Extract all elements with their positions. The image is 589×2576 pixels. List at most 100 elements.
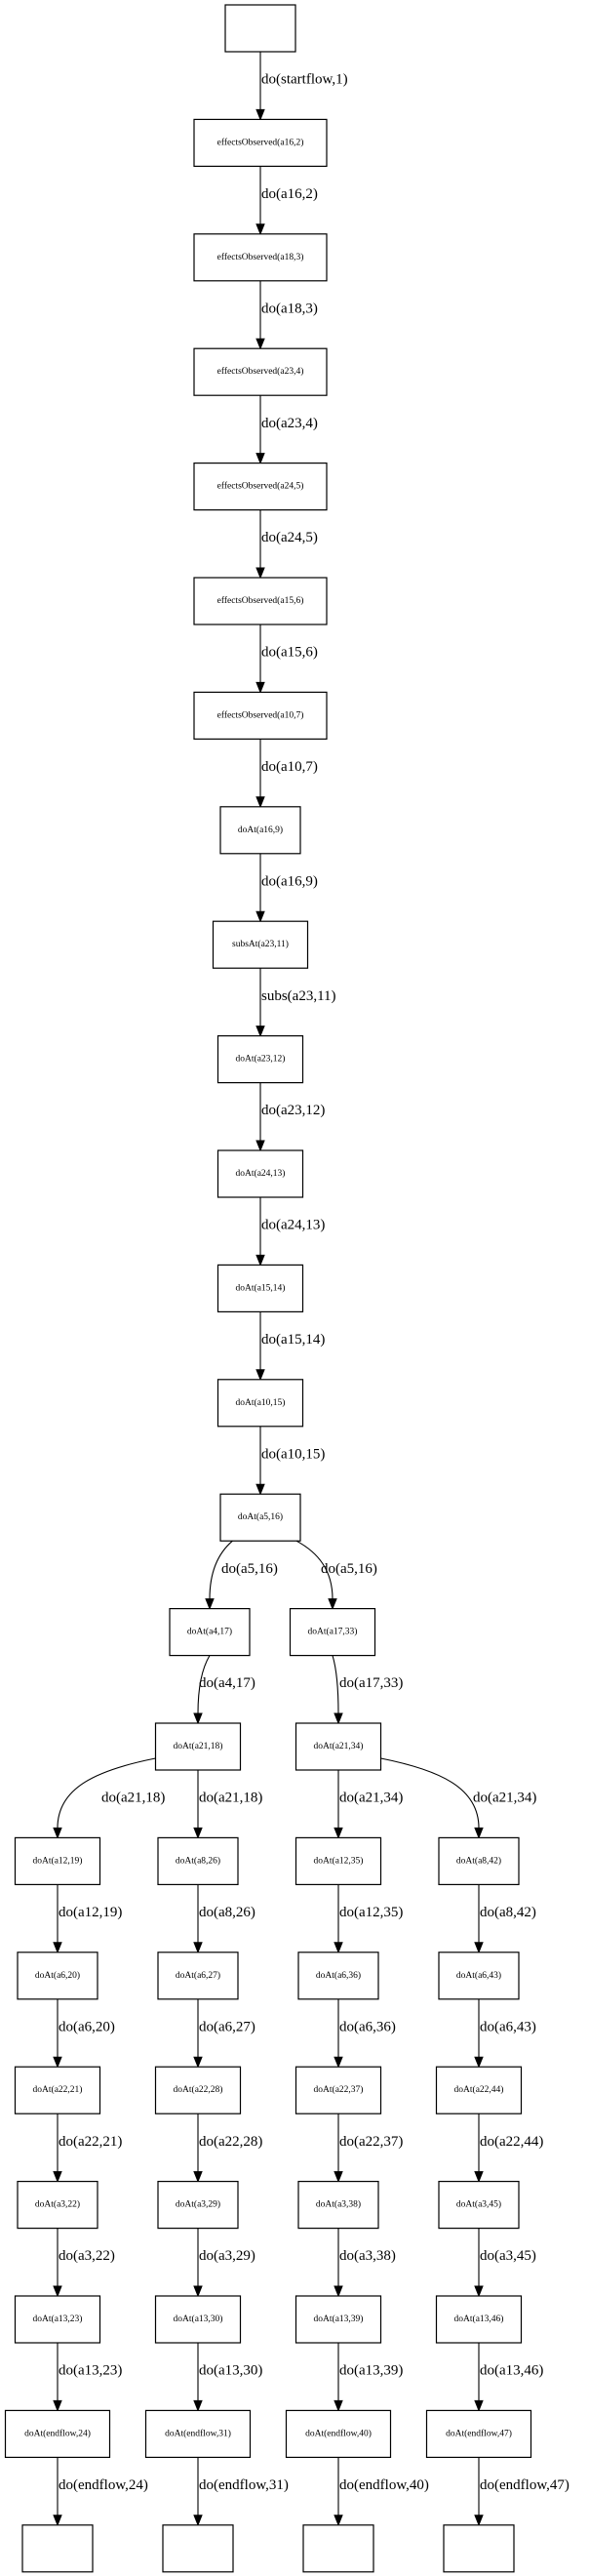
edge-label: do(a21,34) [339, 1791, 403, 1806]
arrowhead-icon [193, 2056, 203, 2069]
arrowhead-icon [474, 2285, 484, 2298]
node-label: doAt(a5,16) [238, 1511, 283, 1522]
graph-edge: subs(a23,11) [255, 968, 336, 1037]
arrowhead-icon [255, 910, 265, 923]
node-box [193, 118, 328, 168]
node-label: doAt(a21,34) [314, 1741, 364, 1751]
edge-label: do(endflow,31) [199, 2477, 289, 2493]
graph-node: doAt(a13,23) [14, 2295, 101, 2344]
node-label: doAt(a8,42) [456, 1855, 501, 1866]
arrowhead-icon [474, 2515, 484, 2527]
node-label: doAt(a17,33) [308, 1627, 358, 1637]
arrowhead-icon [474, 1942, 484, 1954]
node-label: doAt(a4,17) [187, 1627, 232, 1637]
edge-line [380, 1757, 480, 1829]
node-box [4, 2409, 111, 2458]
edge-line [209, 1540, 233, 1599]
arrowhead-icon [193, 1827, 203, 1839]
node-label: doAt(a22,28) [174, 2084, 223, 2095]
node-box [224, 4, 296, 53]
graph-node: doAt(a22,21) [14, 2066, 101, 2114]
terminal-node [302, 2524, 374, 2573]
arrowhead-icon [53, 1827, 62, 1839]
edge-label: do(a21,18) [199, 1791, 262, 1806]
edge-label: do(a23,4) [261, 416, 318, 431]
edge-line [332, 1655, 339, 1714]
node-label: doAt(a12,19) [33, 1855, 83, 1866]
node-box [17, 1952, 98, 2000]
arrowhead-icon [255, 338, 265, 350]
edge-label: do(a10,15) [261, 1446, 325, 1462]
graph-node: effectsObserved(a23,4) [193, 347, 328, 396]
edge-label: do(a17,33) [339, 1675, 403, 1691]
node-label: subsAt(a23,11) [232, 939, 289, 949]
edge-label: do(a6,43) [480, 2019, 536, 2034]
edges-layer: do(startflow,1)do(a16,2)do(a18,3)do(a23,… [53, 52, 569, 2527]
edge-label: do(a16,9) [261, 873, 318, 889]
arrowhead-icon [334, 1827, 343, 1839]
node-label: doAt(a3,22) [35, 2199, 80, 2210]
node-box [216, 1034, 304, 1084]
graph-node: doAt(a10,15) [216, 1379, 304, 1428]
graph-edge: do(a4,17) [193, 1655, 255, 1725]
node-label: doAt(a12,35) [314, 1855, 364, 1866]
node-box [302, 2524, 374, 2573]
arrowhead-icon [205, 1598, 215, 1610]
node-box [193, 577, 328, 625]
node-box [294, 1722, 382, 1771]
node-label: doAt(a13,30) [174, 2314, 223, 2324]
graph-edge: do(endflow,47) [474, 2457, 569, 2527]
edge-label: do(a22,37) [339, 2134, 403, 2150]
node-label: doAt(a22,44) [454, 2084, 504, 2095]
graph-edge: do(a10,7) [255, 739, 318, 809]
graph-node: doAt(a5,16) [219, 1493, 301, 1542]
node-label: effectsObserved(a24,5) [217, 481, 304, 492]
node-box [157, 2181, 239, 2230]
graph-edge: do(a22,44) [474, 2113, 543, 2183]
graph-edge: do(a3,45) [474, 2228, 536, 2298]
graph-node: doAt(a8,42) [438, 1836, 520, 1886]
nodes-layer: effectsObserved(a16,2)effectsObserved(a1… [4, 4, 532, 2573]
edge-label: do(a6,36) [339, 2019, 396, 2034]
arrowhead-icon [255, 223, 265, 236]
node-label: doAt(a13,39) [314, 2314, 364, 2324]
node-box [144, 2409, 252, 2458]
graph-edge: do(a22,28) [193, 2113, 262, 2183]
edge-label: do(a13,23) [59, 2363, 122, 2379]
edge-label: do(endflow,24) [59, 2477, 148, 2493]
arrowhead-icon [255, 1369, 265, 1382]
arrowhead-icon [193, 2399, 203, 2412]
graph-edge: do(a23,4) [255, 395, 318, 464]
node-box [193, 463, 328, 511]
arrowhead-icon [193, 1712, 203, 1725]
node-label: effectsObserved(a10,7) [217, 709, 304, 720]
graph-edge: do(a15,6) [255, 624, 318, 694]
node-box [169, 1607, 251, 1657]
node-box [285, 2409, 392, 2458]
graph-edge: do(a13,23) [53, 2343, 122, 2412]
graph-node: effectsObserved(a24,5) [193, 463, 328, 511]
graph-node: subsAt(a23,11) [212, 920, 309, 969]
edge-label: do(a13,30) [199, 2363, 262, 2379]
edge-label: do(a15,14) [261, 1332, 325, 1348]
arrowhead-icon [53, 2515, 62, 2527]
graph-node: doAt(a22,44) [435, 2066, 523, 2114]
edge-label: do(a3,38) [339, 2248, 396, 2264]
edge-label: do(a18,3) [261, 301, 318, 316]
node-box [193, 347, 328, 396]
graph-node: doAt(a16,9) [219, 806, 301, 855]
graph-node: doAt(a8,26) [157, 1836, 239, 1886]
graph-edge: do(a13,39) [334, 2343, 403, 2412]
graph-edge: do(a18,3) [255, 280, 318, 350]
edge-label: do(a21,18) [101, 1791, 165, 1806]
arrowhead-icon [255, 1483, 265, 1496]
edge-label: do(a10,7) [261, 759, 318, 775]
arrowhead-icon [193, 2515, 203, 2527]
arrowhead-icon [255, 1026, 265, 1037]
graph-edge: do(a12,35) [334, 1884, 403, 1954]
node-box [219, 806, 301, 855]
node-label: doAt(endflow,40) [305, 2428, 372, 2438]
edge-label: do(a4,17) [199, 1675, 255, 1691]
graph-node: doAt(a6,27) [157, 1952, 239, 2000]
arrowhead-icon [53, 2399, 62, 2412]
